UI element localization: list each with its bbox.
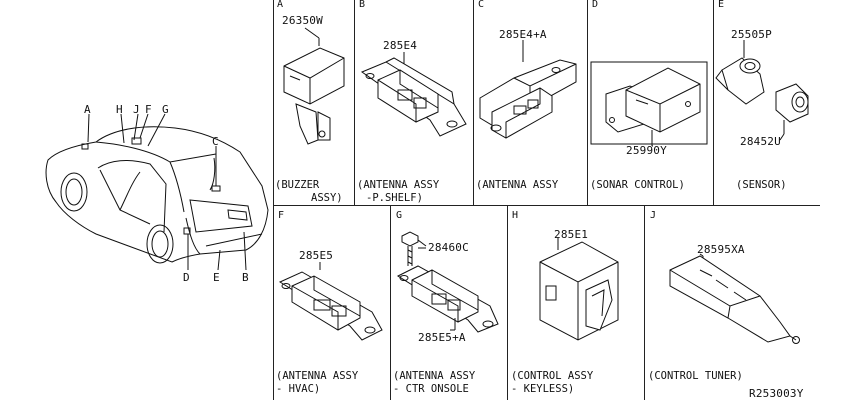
divider-top-3 — [587, 0, 588, 205]
part-number-26350w: 26350W — [282, 14, 323, 27]
caption-antenna-hvac-line1: (ANTENNA ASSY — [276, 370, 359, 382]
caption-keyless-line2: - KEYLESS) — [511, 383, 575, 395]
callout-a: A — [84, 103, 91, 116]
callout-h: H — [116, 103, 123, 116]
caption-keyless-line1: (CONTROL ASSY — [511, 370, 594, 382]
divider-left — [273, 0, 274, 400]
caption-buzzer-line1: (BUZZER — [275, 179, 320, 191]
section-letter-b: B — [359, 0, 366, 10]
divider-top-1 — [354, 0, 355, 205]
diagram-reference-code: R253003Y — [749, 387, 804, 400]
part-number-25505p: 25505P — [731, 28, 772, 41]
part-number-285e4: 285E4 — [383, 39, 418, 52]
sonar-control-drawing — [590, 61, 708, 146]
divider-bottom-2 — [507, 205, 508, 400]
part-number-285e5-a: 285E5+A — [418, 331, 466, 344]
divider-top-2 — [473, 0, 474, 205]
antenna-drawing — [479, 42, 577, 139]
section-letter-a: A — [277, 0, 284, 10]
divider-bottom-1 — [390, 205, 391, 400]
callout-f: F — [145, 103, 152, 116]
buzzer-drawing — [283, 38, 345, 145]
part-number-285e1: 285E1 — [554, 228, 589, 241]
caption-antenna-console-line1: (ANTENNA ASSY — [393, 370, 476, 382]
part-number-28460c: 28460C — [428, 241, 469, 254]
caption-antenna-console-line2: - CTR ONSOLE — [393, 383, 469, 395]
caption-buzzer-line2: ASSY) — [311, 192, 343, 204]
caption-antenna-hvac-line2: - HVAC) — [276, 383, 321, 395]
part-number-25990y: 25990Y — [626, 144, 667, 157]
divider-horizontal — [273, 205, 820, 206]
sensor-drawing — [715, 42, 809, 134]
antenna-console-drawing — [396, 231, 499, 333]
part-number-28452u: 28452U — [740, 135, 781, 148]
caption-antenna-pshelf-line1: (ANTENNA ASSY — [357, 179, 440, 191]
caption-sensor: (SENSOR) — [736, 179, 787, 191]
callout-c: C — [212, 135, 219, 148]
keyless-control-drawing — [539, 240, 619, 341]
callout-g: G — [162, 103, 169, 116]
antenna-hvac-drawing — [278, 262, 383, 341]
callout-b: B — [242, 271, 249, 284]
caption-antenna-pshelf-line2: -P.SHELF) — [366, 192, 423, 204]
caption-control-tuner: (CONTROL TUNER) — [648, 370, 743, 382]
section-letter-h: H — [512, 210, 519, 221]
callout-d: D — [183, 271, 190, 284]
divider-top-4 — [713, 0, 714, 205]
part-number-285e4-a: 285E4+A — [499, 28, 547, 41]
callout-j: J — [133, 103, 140, 116]
caption-sonar-control: (SONAR CONTROL) — [590, 179, 685, 191]
callout-e: E — [213, 271, 220, 284]
part-number-285e5: 285E5 — [299, 249, 334, 262]
section-letter-f: F — [278, 210, 285, 221]
section-letter-e: E — [718, 0, 725, 10]
part-number-28595xa: 28595XA — [697, 243, 745, 256]
section-letter-d: D — [592, 0, 599, 10]
vehicle-drawing — [45, 113, 269, 271]
section-letter-c: C — [478, 0, 485, 10]
antenna-pshelf-drawing — [360, 56, 467, 137]
control-tuner-drawing — [669, 255, 800, 344]
section-letter-g: G — [396, 210, 403, 221]
caption-antenna-line1: (ANTENNA ASSY — [476, 179, 559, 191]
divider-bottom-3 — [644, 205, 645, 400]
section-letter-j: J — [650, 210, 657, 221]
